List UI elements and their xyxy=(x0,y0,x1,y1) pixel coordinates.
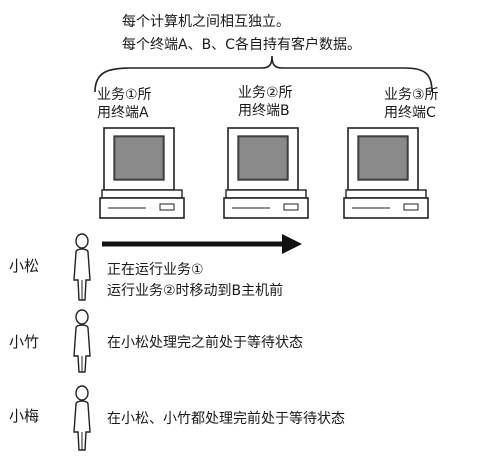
terminal-b-label-line1: 业务②所 xyxy=(238,85,293,101)
terminal-c-label-line1: 业务③所 xyxy=(384,87,439,103)
header-caption-line1: 每个计算机之间相互独立。 xyxy=(122,14,290,30)
person-name-xiaomei: 小梅 xyxy=(9,407,40,425)
computer-terminal-icon xyxy=(99,127,185,219)
person-icon xyxy=(73,309,91,373)
terminal-a-label-line1: 业务①所 xyxy=(97,87,152,103)
person-icon xyxy=(73,233,91,301)
person-name-xiaosong: 小松 xyxy=(9,257,40,275)
status-xiaosong-line2: 运行业务②时移动到B主机前 xyxy=(107,283,284,299)
status-xiaozhu-line1: 在小松处理完之前处于等待状态 xyxy=(107,335,303,351)
terminal-c-label-line2: 用终端C xyxy=(384,105,436,121)
terminal-c-label: 业务③所 用终端C xyxy=(384,86,439,122)
header-caption-line2: 每个终端A、B、C各自持有客户数据。 xyxy=(122,37,361,53)
status-xiaomei-line1: 在小松、小竹都处理完前处于等待状态 xyxy=(107,411,345,427)
computer-terminal-icon xyxy=(343,127,429,219)
terminal-a-label: 业务①所 用终端A xyxy=(97,86,152,122)
terminal-a-label-line2: 用终端A xyxy=(97,105,149,121)
computer-terminal-icon xyxy=(223,127,309,219)
status-xiaosong-line1: 正在运行业务① xyxy=(107,262,204,278)
terminal-b-label: 业务②所 用终端B xyxy=(238,84,293,120)
terminal-b-label-line2: 用终端B xyxy=(238,103,290,119)
person-name-xiaozhu: 小竹 xyxy=(9,333,40,351)
arrow-right-icon xyxy=(102,234,302,254)
curly-brace-icon xyxy=(94,55,433,93)
person-icon xyxy=(73,385,91,451)
